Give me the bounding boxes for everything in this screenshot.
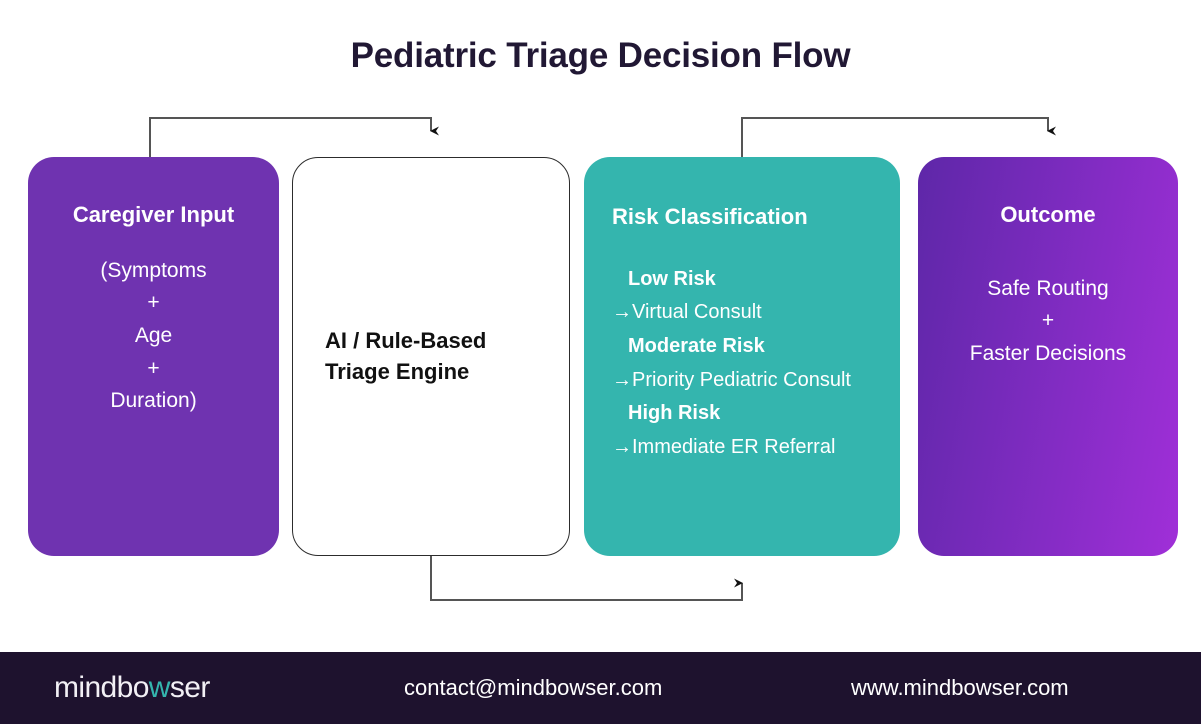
risk-action-moderate: →Priority Pediatric Consult	[612, 364, 900, 398]
arrow-right-icon: →	[612, 301, 632, 324]
risk-heading-line-2: Classification	[664, 204, 808, 229]
arrow-right-icon: →	[612, 368, 632, 391]
card-triage-engine[interactable]: AI / Rule-Based Triage Engine	[292, 157, 570, 556]
footer-email[interactable]: contact@mindbowser.com	[404, 675, 663, 700]
engine-line-2: Triage Engine	[325, 358, 470, 384]
risk-label-low: Low Risk	[628, 267, 716, 290]
risk-action-low-text: Virtual Consult	[632, 301, 762, 324]
risk-action-low: →Virtual Consult	[612, 296, 900, 330]
risk-action-high: →Immediate ER Referral	[612, 431, 900, 465]
connector-engine-to-risk	[430, 556, 743, 601]
card-outcome[interactable]: Outcome Safe Routing + Faster Decisions	[918, 157, 1178, 556]
logo-text-pre: mindbo	[54, 671, 149, 704]
mindbowser-logo: mindbowser	[54, 671, 210, 705]
page-title: Pediatric Triage Decision Flow	[350, 36, 851, 75]
card-caregiver-input[interactable]: Caregiver Input (Symptoms + Age + Durati…	[28, 157, 279, 556]
arrow-right-icon: →	[612, 435, 632, 458]
card-risk-heading: Risk Classification	[612, 201, 900, 233]
risk-action-moderate-text: Priority Pediatric Consult	[632, 368, 851, 391]
card-outcome-body: Safe Routing + Faster Decisions	[934, 273, 1162, 371]
risk-label-moderate: Moderate Risk	[628, 335, 765, 358]
footer-bar: mindbowser contact@mindbowser.com www.mi…	[0, 652, 1201, 724]
caregiver-line-3: Age	[134, 323, 173, 347]
caregiver-line-4: +	[147, 356, 160, 380]
risk-action-high-text: Immediate ER Referral	[632, 435, 836, 458]
card-risk-classification[interactable]: Risk Classification Low Risk →Virtual Co…	[584, 157, 900, 556]
risk-item-low: Low Risk →Virtual Consult	[612, 263, 900, 330]
card-caregiver-heading: Caregiver Input	[72, 202, 235, 227]
connector-risk-to-outcome	[741, 117, 1056, 157]
logo-accent-w: w	[148, 671, 171, 704]
logo-text-post: ser	[169, 671, 210, 704]
engine-line-1: AI / Rule-Based	[325, 328, 487, 354]
risk-heading-line-1: Risk	[612, 204, 659, 229]
card-caregiver-body: (Symptoms + Age + Duration)	[46, 255, 261, 418]
caregiver-line-5: Duration)	[110, 389, 197, 413]
risk-item-moderate: Moderate Risk →Priority Pediatric Consul…	[612, 330, 900, 397]
caregiver-line-2: +	[147, 291, 160, 315]
card-engine-title: AI / Rule-Based Triage Engine	[325, 326, 486, 387]
footer-website[interactable]: www.mindbowser.com	[851, 675, 1069, 700]
card-outcome-heading: Outcome	[1000, 202, 1096, 227]
caregiver-line-1: (Symptoms	[100, 258, 207, 282]
risk-item-high: High Risk →Immediate ER Referral	[612, 397, 900, 464]
outcome-line-3: Faster Decisions	[969, 341, 1127, 365]
risk-level-list: Low Risk →Virtual Consult Moderate Risk …	[612, 263, 900, 465]
connector-caregiver-to-engine	[149, 117, 439, 157]
risk-label-high: High Risk	[628, 402, 721, 425]
outcome-line-1: Safe Routing	[987, 276, 1109, 300]
outcome-line-2: +	[1041, 309, 1055, 333]
